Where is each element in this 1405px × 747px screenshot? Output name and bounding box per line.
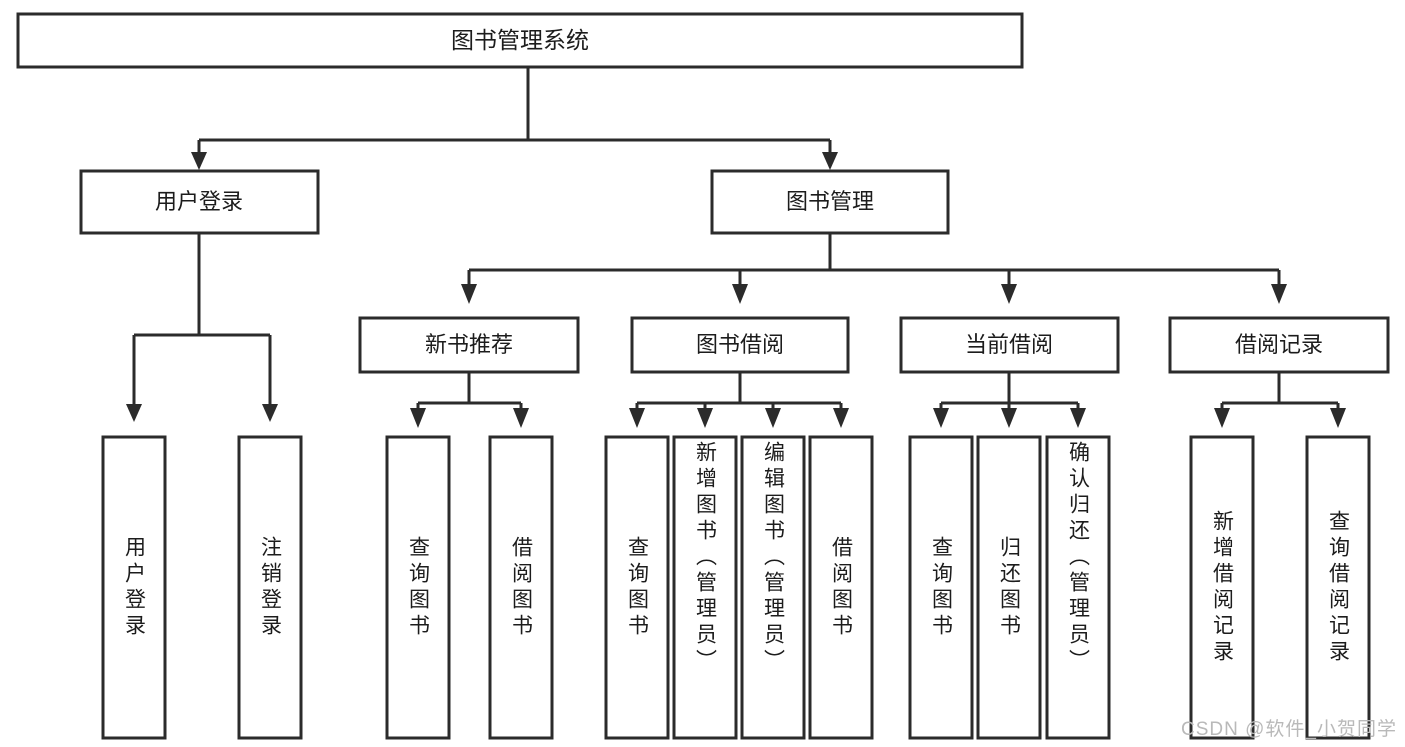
arrowhead-borrow-record bbox=[1271, 284, 1287, 304]
arrowhead-leaf-logout bbox=[262, 404, 278, 422]
arrowhead-nb-leaf1 bbox=[410, 408, 426, 428]
leaf-box-cb-confirm-return[interactable] bbox=[1045, 435, 1111, 740]
node-root-label: 图书管理系统 bbox=[451, 27, 589, 53]
node-borrow-records-box[interactable] bbox=[1168, 316, 1390, 374]
arrowhead-bb-leaf1 bbox=[629, 408, 645, 428]
node-user-login-label: 用户登录 bbox=[155, 189, 243, 214]
node-root[interactable]: 图书管理系统 bbox=[16, 12, 1024, 69]
node-current-borrow-label: 当前借阅 bbox=[965, 332, 1053, 357]
arrowhead-bb-leaf3 bbox=[765, 408, 781, 428]
node-book-borrow[interactable]: 图书借阅 bbox=[630, 316, 850, 374]
arrowhead-cb-leaf1 bbox=[933, 408, 949, 428]
node-new-book-recommend[interactable]: 新书推荐 bbox=[358, 316, 580, 374]
arrowhead-cb-leaf3 bbox=[1070, 408, 1086, 428]
arrowhead-br-leaf2 bbox=[1330, 408, 1346, 428]
connector-group-current-borrow bbox=[933, 372, 1086, 428]
connector-group-borrow-records bbox=[1214, 372, 1346, 428]
leaf-box-cb-query-book[interactable] bbox=[908, 435, 974, 740]
node-book-manage-box[interactable] bbox=[710, 169, 950, 235]
node-new-book-recommend-box[interactable] bbox=[358, 316, 580, 374]
connector-group-book-borrow bbox=[629, 372, 849, 428]
leaf-box-nb-borrow-book[interactable] bbox=[488, 435, 554, 740]
node-book-borrow-box[interactable] bbox=[630, 316, 850, 374]
arrowhead-bb-leaf2 bbox=[697, 408, 713, 428]
connector-group-root bbox=[191, 67, 838, 170]
leaf-box-logout[interactable] bbox=[237, 435, 303, 740]
arrowhead-nb-leaf2 bbox=[513, 408, 529, 428]
node-user-login-box[interactable] bbox=[79, 169, 320, 235]
node-current-borrow-box[interactable] bbox=[899, 316, 1120, 374]
arrowhead-cb-leaf2 bbox=[1001, 408, 1017, 428]
node-book-manage-label: 图书管理 bbox=[786, 189, 874, 214]
node-root-box[interactable] bbox=[16, 12, 1024, 69]
leaf-box-user-login[interactable] bbox=[101, 435, 167, 740]
leaf-boxes bbox=[101, 435, 1371, 740]
leaf-box-bb-add-book[interactable] bbox=[672, 435, 738, 740]
arrowhead-current-borrow bbox=[1001, 284, 1017, 304]
arrowhead-book-borrow bbox=[732, 284, 748, 304]
connector-group-new-book bbox=[410, 372, 529, 428]
node-borrow-records-label: 借阅记录 bbox=[1235, 332, 1323, 357]
arrowhead-br-leaf1 bbox=[1214, 408, 1230, 428]
arrowhead-book-manage bbox=[822, 152, 838, 170]
leaf-box-br-add-record[interactable] bbox=[1189, 435, 1255, 740]
leaf-box-br-query-record[interactable] bbox=[1305, 435, 1371, 740]
arrowhead-leaf-user-login bbox=[126, 404, 142, 422]
node-borrow-records[interactable]: 借阅记录 bbox=[1168, 316, 1390, 374]
node-new-book-recommend-label: 新书推荐 bbox=[425, 332, 513, 357]
leaf-box-bb-query-book[interactable] bbox=[604, 435, 670, 740]
node-current-borrow[interactable]: 当前借阅 bbox=[899, 316, 1120, 374]
node-user-login[interactable]: 用户登录 bbox=[79, 169, 320, 235]
csdn-watermark: CSDN @软件_小贺同学 bbox=[1181, 719, 1397, 740]
arrowhead-bb-leaf4 bbox=[833, 408, 849, 428]
leaf-box-bb-edit-book[interactable] bbox=[740, 435, 806, 740]
leaf-box-nb-query-book[interactable] bbox=[385, 435, 451, 740]
arrowhead-user-login bbox=[191, 152, 207, 170]
leaf-box-cb-return-book[interactable] bbox=[976, 435, 1042, 740]
connector-group-book-manage bbox=[461, 233, 1287, 304]
leaf-box-bb-borrow-book[interactable] bbox=[808, 435, 874, 740]
node-book-borrow-label: 图书借阅 bbox=[696, 332, 784, 357]
arrowhead-new-book bbox=[461, 284, 477, 304]
node-book-manage[interactable]: 图书管理 bbox=[710, 169, 950, 235]
connector-group-user-login bbox=[126, 233, 278, 422]
